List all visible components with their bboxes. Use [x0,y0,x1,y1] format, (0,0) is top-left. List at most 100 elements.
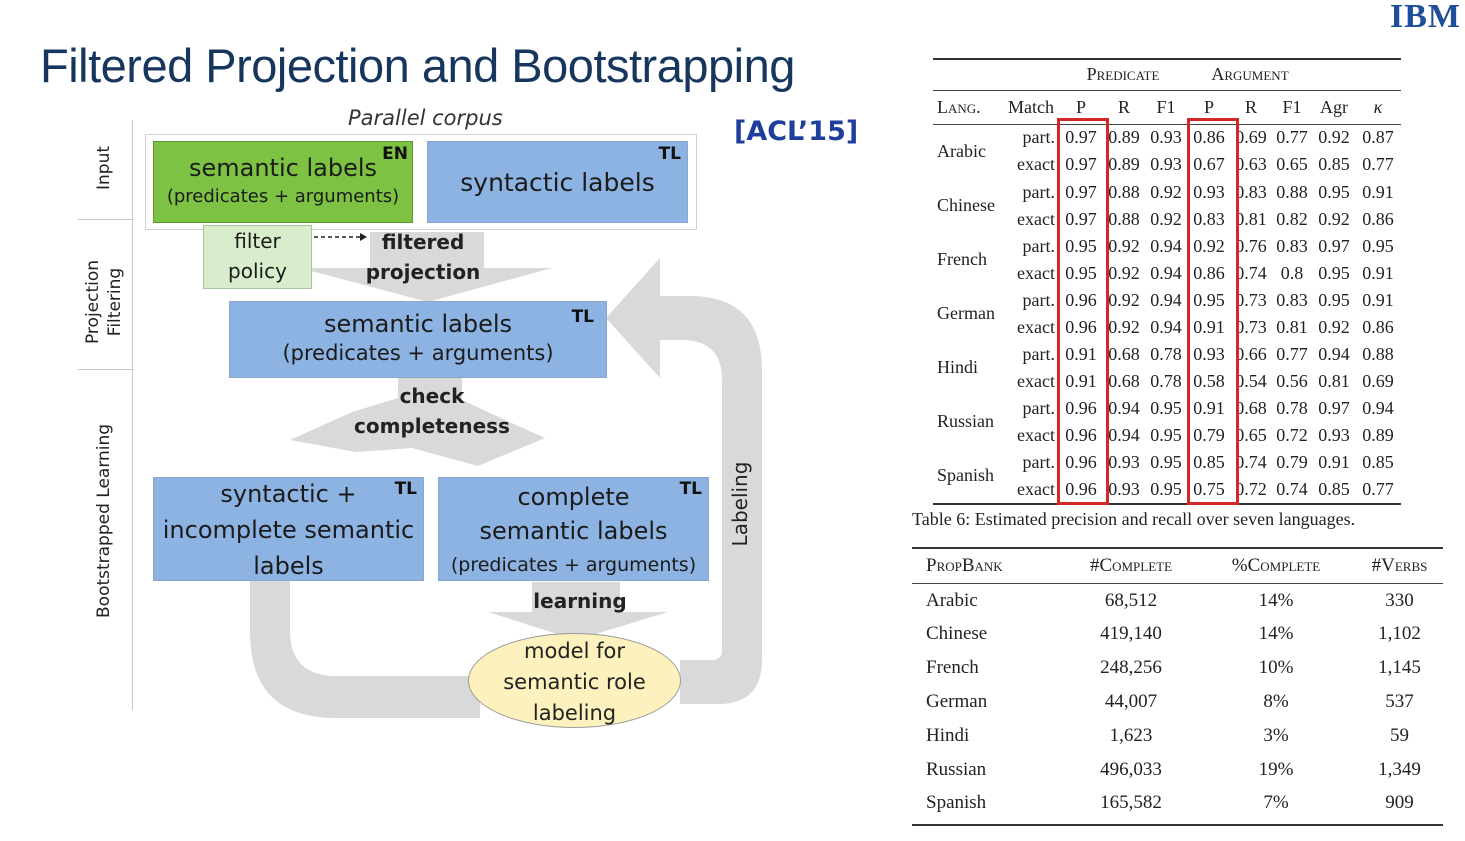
spacer-cell [933,60,1003,90]
column-header: R [1244,96,1257,117]
flow-arrows [250,232,762,718]
match-cell: part. [1022,451,1055,472]
value-cell: 0.96 [1065,424,1097,445]
language-cell: Spanish [937,465,995,485]
column-header: PropBank [926,554,1003,576]
value-cell: 0.91 [1362,181,1394,202]
labeling-loop [606,258,762,704]
check-completeness-label: check completeness [352,381,512,441]
box-line: syntactic + [220,480,357,508]
value-cell: 0.78 [1150,370,1182,391]
section-divider [132,120,133,710]
box-line: labels [253,552,324,580]
value-cell: 0.69 [1362,370,1394,391]
value-cell: 0.68 [1108,343,1140,364]
table-header-row: PropBank #Complete %Complete #Verbs [912,549,1443,584]
section-divider [78,219,134,220]
language-cell: Hindi [926,724,970,746]
language-cell: Russian [926,758,987,780]
value-cell: 0.91 [1318,451,1350,472]
match-cell: exact [1017,262,1055,283]
value-cell: 0.89 [1362,424,1394,445]
spacer-cell [1355,60,1401,90]
spacer-cell [1313,60,1355,90]
value-cell: 0.93 [1150,154,1182,175]
value-cell: 0.93 [1318,424,1350,445]
language-cell: Arabic [937,141,986,161]
value-cell: 419,140 [1100,623,1162,645]
box-line: syntactic labels [460,168,655,197]
value-cell: 14% [1258,623,1294,645]
ellipse-line: model for [524,639,625,663]
value-cell: 0.85 [1318,154,1350,175]
complete-semantic-labels-box: complete semantic labels (predicates + a… [438,477,709,581]
column-header: F1 [1156,96,1176,117]
value-cell: 0.88 [1362,343,1394,364]
value-cell: 0.74 [1276,478,1308,499]
value-cell: 0.92 [1193,235,1225,256]
value-cell: 8% [1263,691,1289,713]
value-cell: 0.86 [1193,262,1225,283]
language-tag: TL [679,479,702,499]
value-cell: 0.94 [1362,397,1394,418]
value-cell: 0.78 [1276,397,1308,418]
language-cell: Spanish [926,792,987,814]
language-tag: TL [394,479,417,499]
predicate-group-header: Predicate [1086,64,1160,85]
argument-precision-highlight [1187,118,1239,505]
language-cell: German [926,691,988,713]
value-cell: 0.92 [1150,181,1182,202]
table-group-header-row: Predicate Argument [933,60,1401,90]
value-cell: 0.77 [1362,154,1394,175]
value-cell: 0.91 [1193,397,1225,418]
value-cell: 0.63 [1235,154,1267,175]
value-cell: 0.74 [1235,451,1267,472]
target-syntactic-labels-box: syntactic labels TL [427,141,688,223]
value-cell: 0.81 [1276,316,1308,337]
language-tag: TL [571,307,594,327]
language-cell: Hindi [937,357,979,377]
value-cell: 496,033 [1100,758,1162,780]
flow-line: projection [365,260,481,284]
language-cell: French [937,249,987,269]
value-cell: 0.85 [1318,478,1350,499]
value-cell: 0.97 [1065,181,1097,202]
section-filtering-word: Filtering [105,267,125,337]
value-cell: 1,349 [1378,758,1421,780]
value-cell: 0.95 [1150,451,1182,472]
value-cell: 0.92 [1318,316,1350,337]
value-cell: 0.87 [1362,127,1394,148]
precision-recall-table: Predicate Argument Lang. Match P R F1 P … [933,58,1401,505]
value-cell: 0.81 [1235,208,1267,229]
value-cell: 0.79 [1193,424,1225,445]
value-cell: 248,256 [1100,657,1162,679]
flow-line: completeness [354,414,510,438]
value-cell: 0.78 [1150,343,1182,364]
value-cell: 0.91 [1065,370,1097,391]
box-line: filter [234,229,281,253]
source-semantic-labels-box: semantic labels (predicates + arguments)… [153,141,413,223]
match-cell: part. [1022,343,1055,364]
value-cell: 0.95 [1193,289,1225,310]
value-cell: 0.94 [1150,289,1182,310]
value-cell: 0.93 [1108,478,1140,499]
argument-group-header: Argument [1211,64,1289,85]
value-cell: 0.95 [1150,397,1182,418]
completeness-arrow [290,378,545,466]
value-cell: 0.79 [1276,451,1308,472]
match-cell: exact [1017,478,1055,499]
value-cell: 0.77 [1362,478,1394,499]
value-cell: 0.88 [1108,208,1140,229]
value-cell: 10% [1258,657,1294,679]
table-header-row: Lang. Match P R F1 P R F1 Agr κ [933,90,1401,124]
table-top-rule [912,547,1443,549]
column-header: Agr [1320,96,1348,117]
spacer-cell [1003,60,1059,90]
match-cell: part. [1022,235,1055,256]
